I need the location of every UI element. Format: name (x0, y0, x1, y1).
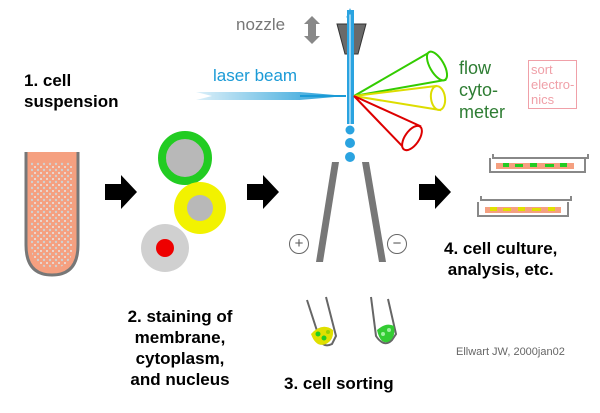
plus-sign: + (289, 234, 309, 254)
right-arrow-icon (419, 175, 451, 209)
laser-beam-label: laser beam (213, 66, 298, 85)
step2-line-3: cytoplasm, (135, 349, 225, 368)
up-down-arrow-icon (304, 16, 320, 44)
membrane-stained-cell (158, 131, 212, 185)
sort-electronics-line-2: electro- (531, 77, 575, 92)
culture-dish-upper (489, 154, 589, 173)
step4-label: 4. cell culture, analysis, etc. (444, 238, 557, 280)
step2-line-1: 2. staining of (127, 307, 233, 326)
step2-line-2: membrane, (134, 328, 226, 347)
right-arrow-icon (247, 175, 279, 209)
sort-electronics-line-1: sort (531, 62, 553, 77)
step4-line-1: 4. cell culture, (444, 239, 558, 258)
step2-label: 2. staining of membrane, cytoplasm, and … (106, 306, 254, 390)
fluid-stream (345, 8, 355, 162)
right-arrow-icon (105, 175, 137, 209)
step1-line-1: 1. cell (24, 71, 72, 90)
minus-sign: − (387, 234, 407, 254)
step2-line-4: and nucleus (130, 370, 230, 389)
detector-green (353, 50, 449, 97)
collection-tube-left (306, 296, 338, 347)
step1-line-2: suspension (24, 92, 119, 111)
step3-label: 3. cell sorting (284, 374, 394, 393)
deflection-plate-negative (362, 162, 386, 262)
flow-cytometer-line-1: flow (459, 58, 492, 78)
nozzle-label: nozzle (236, 15, 286, 34)
detector-red (353, 95, 423, 152)
flow-cytometer-line-3: meter (459, 102, 506, 122)
culture-dish-lower (477, 196, 572, 217)
cytoplasm-stained-cell (174, 182, 226, 234)
flow-cytometer-line-2: cyto- (459, 80, 499, 100)
detector-yellow (353, 84, 447, 112)
laser-beam (196, 92, 346, 100)
credit-label: Ellwart JW, 2000jan02 (456, 346, 565, 358)
sort-electronics-line-3: nics (531, 92, 555, 107)
deflection-plate-positive (316, 162, 339, 262)
nucleus-stained-cell (141, 224, 189, 272)
sort-electronics-box: sort electro- nics (528, 60, 578, 109)
cell-suspension-tube (24, 152, 80, 277)
flow-cytometer-label: flow cyto- meter (459, 57, 505, 123)
step1-label: 1. cell suspension (24, 70, 118, 112)
collection-tube-right (370, 296, 398, 345)
step4-line-2: analysis, etc. (447, 260, 554, 279)
